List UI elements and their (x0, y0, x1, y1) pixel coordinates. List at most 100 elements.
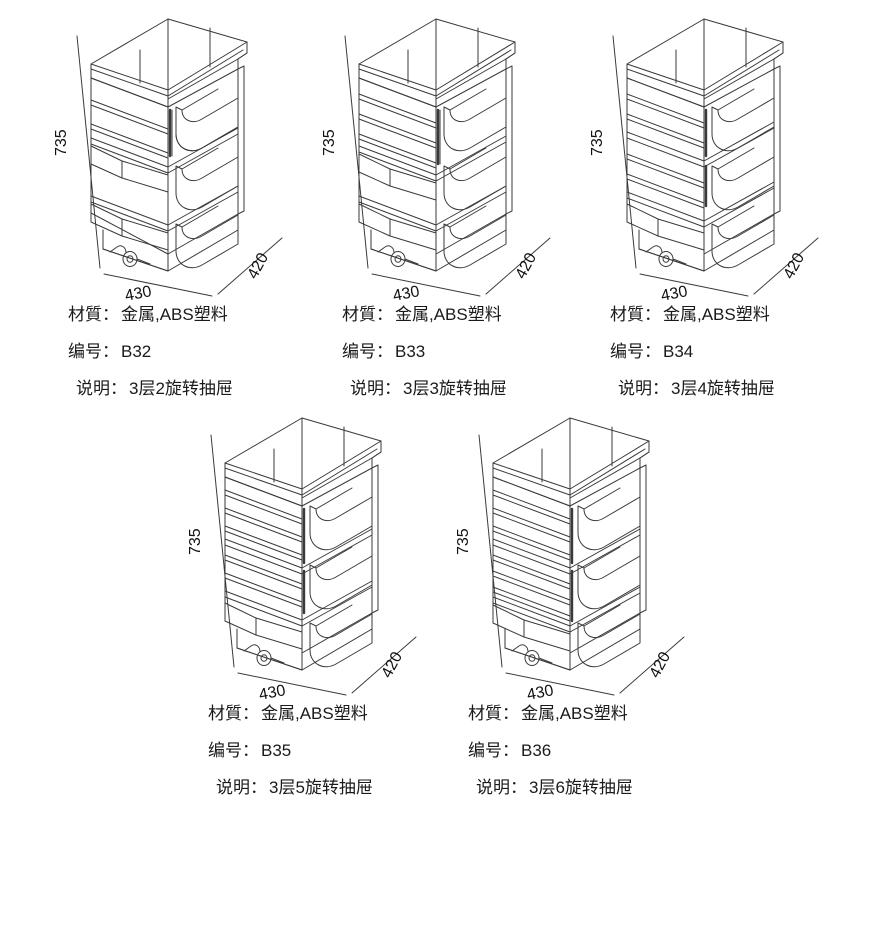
height-dimension-label: 735 (455, 528, 472, 555)
rotating-drawer-bin (175, 214, 239, 269)
height-dimension-label: 735 (187, 528, 204, 555)
spec-description-label: 说明： (350, 379, 401, 398)
cart-diagram: 735 430 420 (310, 6, 578, 306)
spec-code-label: 编号： (468, 741, 519, 760)
width-dimension-line (237, 672, 347, 696)
width-dimension-label: 430 (660, 283, 690, 305)
spec-material-label: 材質： (468, 704, 519, 723)
rotating-drawer-bin (711, 156, 775, 211)
spec-description-value: 3层3旋转抽屉 (403, 379, 507, 398)
spec-material-value: 金属,ABS塑料 (663, 305, 770, 324)
spec-description-label: 说明： (618, 379, 669, 398)
product-card: 735 430 420 材質： 金属,ABS塑料 编号： B36 说明： (444, 405, 712, 796)
spec-material-value: 金属,ABS塑料 (261, 704, 368, 723)
rotating-drawer-bin (443, 97, 507, 152)
spec-code-value: B33 (395, 342, 426, 361)
product-specs: 材質： 金属,ABS塑料 编号： B32 说明： 3层2旋转抽屉 (42, 306, 310, 397)
depth-dimension-label: 420 (379, 649, 407, 681)
spec-description: 说明： 3层6旋转抽屉 (458, 779, 712, 796)
spec-description: 说明： 3层2旋转抽屉 (58, 380, 310, 397)
spec-code-value: B34 (663, 342, 694, 361)
product-specs: 材質： 金属,ABS塑料 编号： B33 说明： 3层3旋转抽屉 (310, 306, 578, 397)
spec-material-label: 材質： (208, 704, 259, 723)
spec-material: 材質： 金属,ABS塑料 (458, 705, 712, 722)
rotating-drawer-bin (309, 496, 373, 551)
rotating-drawer-bin (577, 496, 641, 551)
width-dimension-label: 430 (392, 283, 422, 305)
depth-dimension-label: 420 (781, 250, 809, 282)
rotating-drawer-bin (443, 214, 507, 269)
spec-code-label: 编号： (208, 741, 259, 760)
depth-dimension-line (619, 636, 685, 694)
rotating-drawer-bin (443, 156, 507, 211)
spec-code-value: B32 (121, 342, 152, 361)
spec-code: 编号： B35 (198, 742, 444, 759)
spec-material-label: 材質： (68, 305, 119, 324)
spec-description: 说明： 3层5旋转抽屉 (198, 779, 444, 796)
height-dimension-line (76, 35, 101, 269)
width-dimension-line (639, 273, 749, 297)
spec-material-value: 金属,ABS塑料 (395, 305, 502, 324)
product-card: 735 430 420 材質： 金属,ABS塑料 编号： B35 说明： (176, 405, 444, 796)
spec-material: 材質： 金属,ABS塑料 (600, 306, 846, 323)
spec-code-value: B36 (521, 741, 552, 760)
spec-description: 说明： 3层3旋转抽屉 (332, 380, 578, 397)
product-row-top: 735 430 420 材質： 金属,ABS塑料 编号： B32 说明： (0, 0, 888, 397)
depth-dimension-line (753, 237, 819, 295)
spec-description-value: 3层6旋转抽屉 (529, 778, 633, 797)
cart-diagram: 735 430 420 (176, 405, 444, 705)
height-dimension-label: 735 (589, 129, 606, 156)
spec-material-label: 材質： (610, 305, 661, 324)
depth-dimension-line (351, 636, 417, 694)
height-dimension-line (210, 434, 235, 668)
product-card: 735 430 420 材質： 金属,ABS塑料 编号： B34 说明： (578, 6, 846, 397)
product-card: 735 430 420 材質： 金属,ABS塑料 编号： B32 说明： (42, 6, 310, 397)
rotating-drawer-bin (175, 156, 239, 211)
width-dimension-line (103, 273, 213, 297)
width-dimension-label: 430 (258, 682, 288, 704)
spec-code-label: 编号： (68, 342, 119, 361)
height-dimension-label: 735 (321, 129, 338, 156)
spec-code: 编号： B34 (600, 343, 846, 360)
cart-diagram: 735 430 420 (42, 6, 310, 306)
depth-dimension-line (217, 237, 283, 295)
height-dimension-line (478, 434, 503, 668)
rotating-drawer-bin (309, 555, 373, 610)
rotating-drawer-bin (577, 555, 641, 610)
rotating-drawer-bin (711, 97, 775, 152)
spec-code-value: B35 (261, 741, 292, 760)
width-dimension-line (505, 672, 615, 696)
spec-description-label: 说明： (76, 379, 127, 398)
cart-diagram: 735 430 420 (578, 6, 846, 306)
spec-description-value: 3层4旋转抽屉 (671, 379, 775, 398)
cart-diagram: 735 430 420 (444, 405, 712, 705)
width-dimension-label: 430 (526, 682, 556, 704)
height-dimension-line (344, 35, 369, 269)
product-specs: 材質： 金属,ABS塑料 编号： B34 说明： 3层4旋转抽屉 (578, 306, 846, 397)
product-card: 735 430 420 材質： 金属,ABS塑料 编号： B33 说明： (310, 6, 578, 397)
spec-code-label: 编号： (342, 342, 393, 361)
spec-description-value: 3层2旋转抽屉 (129, 379, 233, 398)
depth-dimension-line (485, 237, 551, 295)
width-dimension-label: 430 (124, 283, 154, 305)
product-row-bottom: 735 430 420 材質： 金属,ABS塑料 编号： B35 说明： (0, 397, 888, 796)
spec-description: 说明： 3层4旋转抽屉 (600, 380, 846, 397)
spec-description-label: 说明： (216, 778, 267, 797)
rotating-drawer-bin (175, 97, 239, 152)
rotating-drawer-bin (577, 613, 641, 668)
height-dimension-line (612, 35, 637, 269)
spec-code: 编号： B36 (458, 742, 712, 759)
spec-material-value: 金属,ABS塑料 (121, 305, 228, 324)
spec-material: 材質： 金属,ABS塑料 (198, 705, 444, 722)
spec-code: 编号： B32 (58, 343, 310, 360)
spec-code: 编号： B33 (332, 343, 578, 360)
width-dimension-line (371, 273, 481, 297)
spec-material: 材質： 金属,ABS塑料 (332, 306, 578, 323)
rotating-drawer-bin (711, 214, 775, 269)
spec-description-value: 3层5旋转抽屉 (269, 778, 373, 797)
depth-dimension-label: 420 (245, 250, 273, 282)
spec-material-value: 金属,ABS塑料 (521, 704, 628, 723)
spec-material: 材質： 金属,ABS塑料 (58, 306, 310, 323)
product-specs: 材質： 金属,ABS塑料 编号： B36 说明： 3层6旋转抽屉 (444, 705, 712, 796)
